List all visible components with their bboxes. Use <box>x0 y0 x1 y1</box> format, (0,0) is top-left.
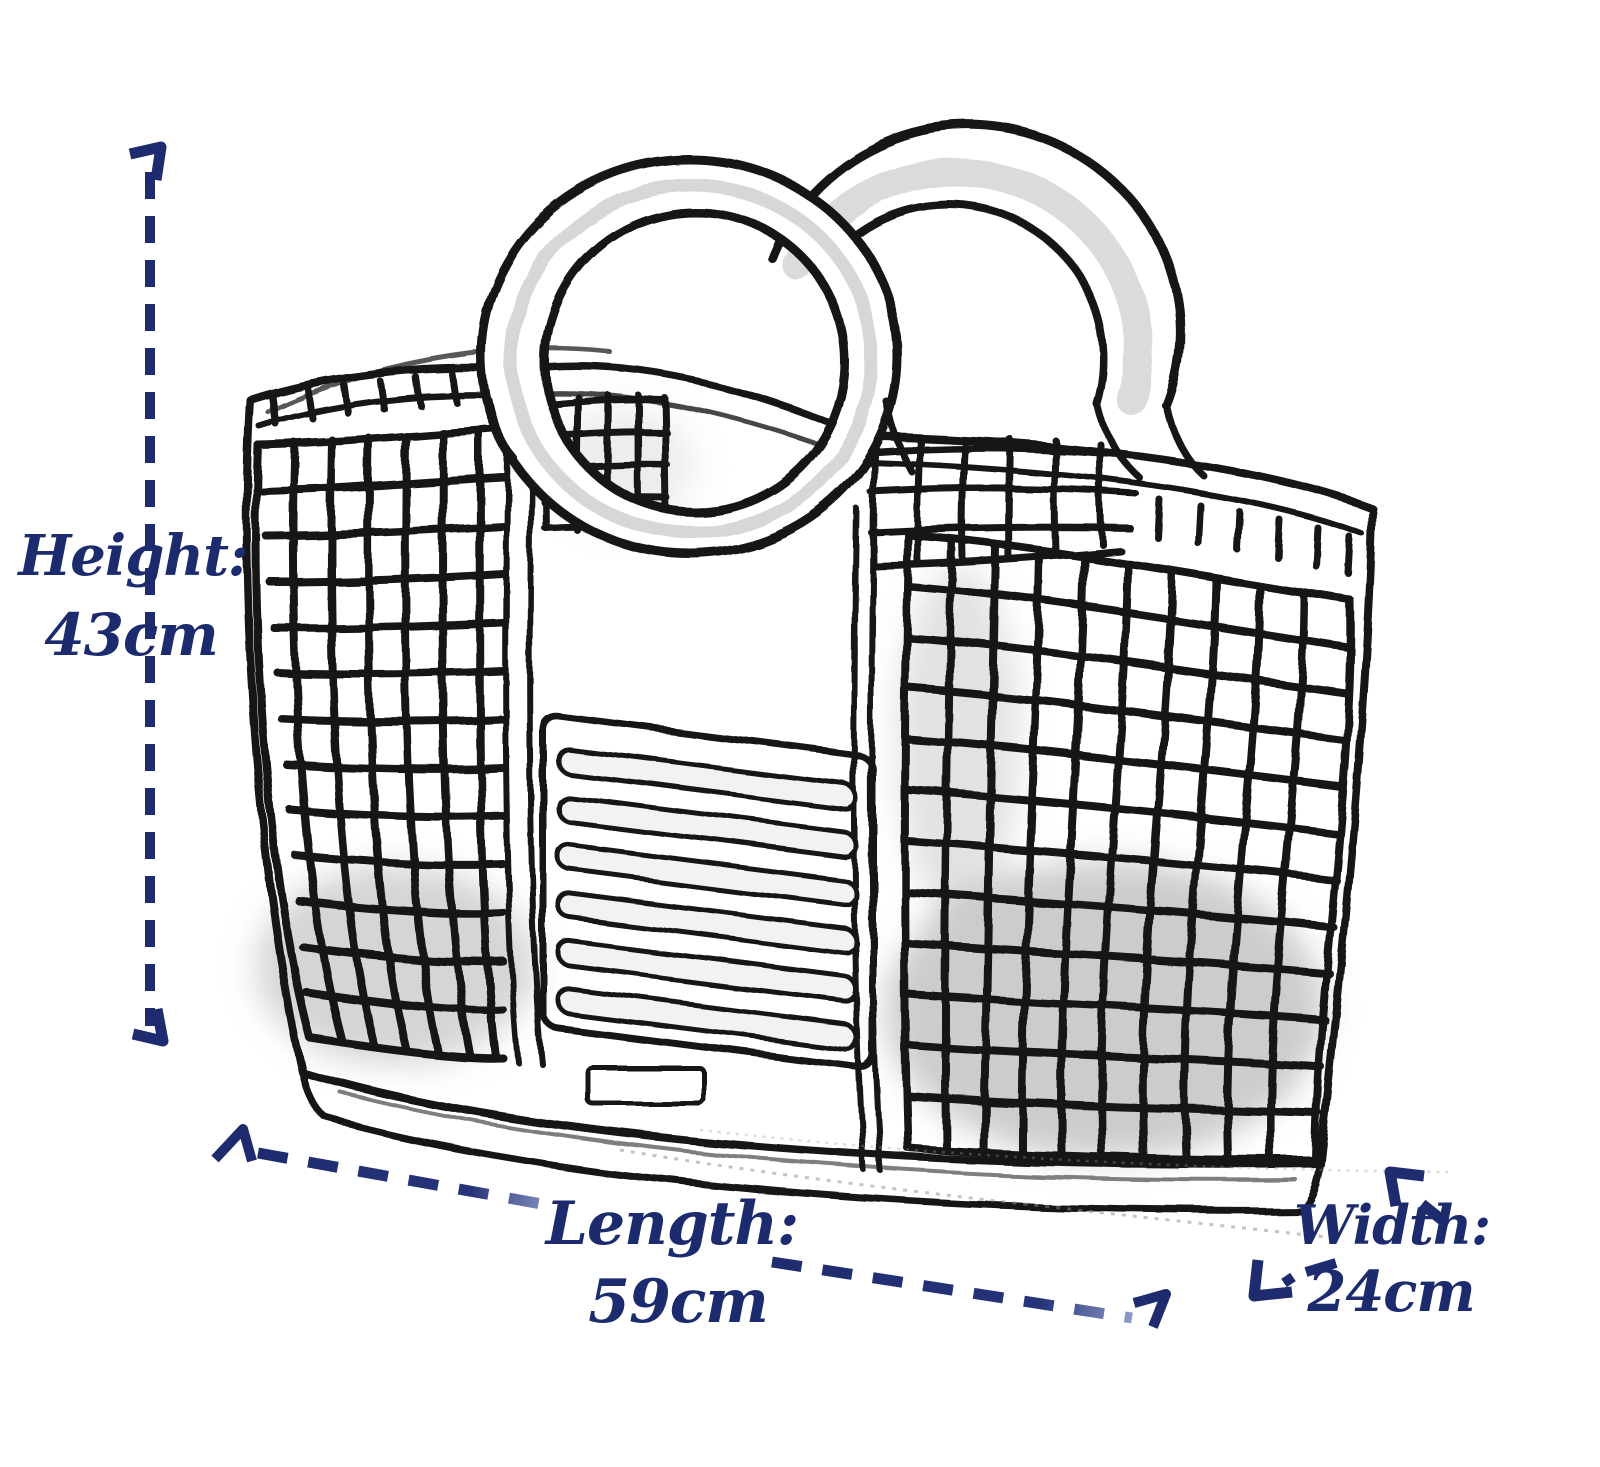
height-dimension <box>128 141 169 1047</box>
ribbed-slat <box>555 842 859 908</box>
back-handle-icon <box>767 121 1208 482</box>
width-arrow-top-icon <box>1384 1166 1425 1207</box>
rim-mesh-ticks <box>268 367 1354 577</box>
ribbed-slat <box>555 746 859 812</box>
ribbed-panel-border <box>539 712 877 1071</box>
left-corner-post <box>502 426 545 1067</box>
width-dimension <box>1248 1166 1446 1302</box>
height-arrow-bottom-icon <box>131 1007 169 1047</box>
length-arrow-left-icon <box>211 1124 257 1163</box>
height-label: Height: <box>18 523 248 589</box>
length-label: Length: <box>545 1189 799 1259</box>
width-arrow-bottom-icon <box>1248 1259 1293 1302</box>
right-mesh-horizontals <box>904 531 1354 1164</box>
length-arrow-right-icon <box>1132 1289 1171 1329</box>
rim-right-outer <box>858 432 1376 512</box>
width-dash-top <box>1418 1199 1446 1225</box>
back-wall-mesh-left-horizontals <box>540 395 671 532</box>
length-value: 59cm <box>588 1267 769 1337</box>
base-tab <box>585 1065 707 1107</box>
ground-shadow <box>619 1128 1449 1240</box>
ribbed-slat <box>555 938 859 1004</box>
height-value: 43cm <box>44 601 218 669</box>
base-band <box>298 1065 1324 1214</box>
ribbed-slat <box>555 794 859 860</box>
length-dashed-line-right <box>771 1256 1133 1324</box>
left-mesh-panel <box>252 425 507 1063</box>
width-dash-bottom <box>1281 1258 1338 1288</box>
rim-right-inner <box>865 459 1365 537</box>
length-dashed-line-left <box>257 1147 565 1214</box>
length-dimension <box>211 1124 1171 1329</box>
width-value: 24cm <box>1307 1259 1475 1325</box>
back-wall-mesh-right-horizontals <box>867 444 1142 570</box>
right-mesh-panel <box>900 531 1355 1164</box>
front-handle-icon <box>477 155 916 559</box>
width-label: Width: <box>1293 1193 1491 1257</box>
height-arrow-top-icon <box>128 141 167 181</box>
ribbed-slat <box>555 986 859 1052</box>
opening-back-edge <box>265 346 613 415</box>
front-ribbed-panel <box>539 712 877 1071</box>
dimension-annotations <box>128 141 1446 1329</box>
left-mesh-horizontals <box>254 425 507 1063</box>
ribbed-slat <box>555 890 859 956</box>
basket-sketch <box>242 121 1376 1214</box>
rim-mid-outer <box>516 362 866 440</box>
back-wall-mesh-right-verticals <box>869 435 1106 568</box>
right-corner-post <box>850 504 884 1174</box>
